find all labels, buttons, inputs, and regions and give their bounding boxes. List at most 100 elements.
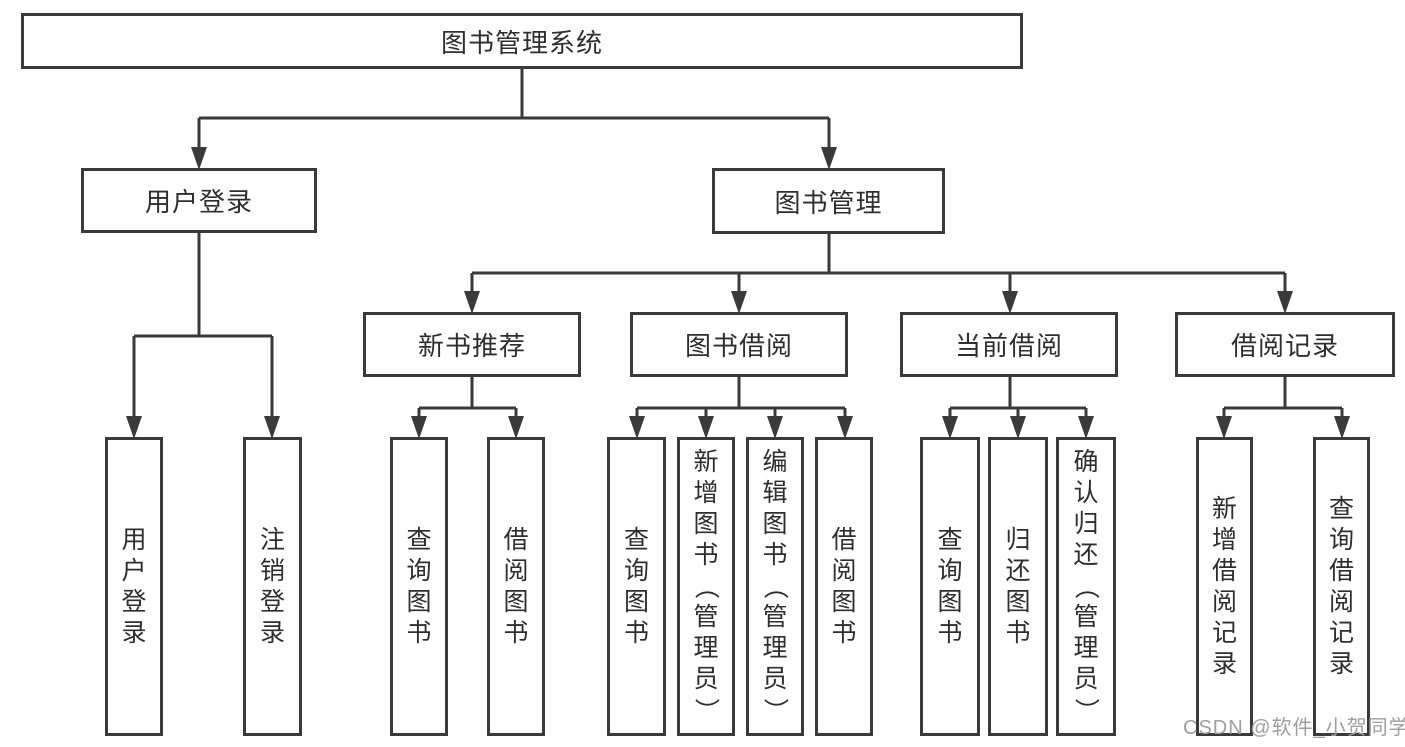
node-leaf-user-login: 用户登录	[105, 437, 163, 736]
vertical-glyph: 录	[259, 618, 285, 647]
vertical-glyph: 阅	[503, 556, 529, 585]
arrowhead-icon	[1277, 291, 1293, 314]
vertical-glyph: 书	[937, 618, 963, 647]
vertical-glyph: 阅	[1328, 587, 1354, 616]
node-root: 图书管理系统	[21, 13, 1023, 69]
arrowhead-icon	[126, 416, 142, 439]
node-new-book-rec: 新书推荐	[363, 312, 581, 377]
vertical-glyph: 增	[693, 479, 719, 507]
node-leaf-bb-query: 查询图书	[607, 437, 666, 736]
arrowhead-icon	[1010, 416, 1026, 439]
vertical-glyph: 查	[406, 525, 432, 554]
arrowhead-icon	[464, 291, 480, 314]
vertical-glyph: 借	[1211, 556, 1237, 585]
vertical-glyph: 图	[831, 587, 857, 616]
vertical-glyph: 书	[1005, 618, 1031, 647]
vertical-glyph: 录	[1328, 649, 1354, 678]
vertical-glyph: 图	[406, 587, 432, 616]
vertical-glyph: 归	[1005, 525, 1031, 554]
vertical-glyph: 查	[937, 525, 963, 554]
vertical-glyph: 登	[259, 587, 285, 616]
vertical-glyph: 图	[1005, 587, 1031, 616]
vertical-glyph: 员	[693, 665, 719, 693]
vertical-glyph: 图	[937, 587, 963, 616]
vertical-glyph: 借	[503, 525, 529, 554]
arrowhead-icon	[629, 416, 645, 439]
vertical-glyph: 确	[1073, 448, 1099, 476]
node-leaf-bb-add: 新增图书 （ 管理员 ）	[677, 437, 735, 736]
vertical-glyph: 图	[693, 510, 719, 538]
vertical-glyph: 询	[937, 556, 963, 585]
node-book-mgmt: 图书管理	[712, 168, 945, 234]
vertical-glyph: （	[692, 573, 721, 600]
vertical-glyph: 借	[831, 525, 857, 554]
node-leaf-br-query: 查询借阅记录	[1313, 437, 1370, 736]
vertical-glyph: ）	[692, 697, 721, 724]
vertical-glyph: 查	[1328, 494, 1354, 523]
vertical-glyph: ）	[761, 697, 790, 724]
vertical-glyph: 理	[762, 634, 788, 662]
vertical-glyph: 新	[1211, 494, 1237, 523]
node-leaf-bb-edit: 编辑图书（管理员）	[746, 437, 804, 736]
vertical-glyph: 录	[121, 618, 147, 647]
vertical-glyph: 辑	[762, 479, 788, 507]
vertical-glyph: 理	[693, 634, 719, 662]
vertical-glyph: 注	[259, 525, 285, 554]
vertical-glyph: 增	[1211, 525, 1237, 554]
node-leaf-cb-confirm: 确认归还（管理员）	[1056, 437, 1116, 736]
vertical-glyph: 管	[693, 603, 719, 631]
vertical-glyph: 借	[1328, 556, 1354, 585]
vertical-glyph: 记	[1328, 618, 1354, 647]
node-book-borrow: 图书借阅	[630, 312, 848, 377]
arrowhead-icon	[508, 416, 524, 439]
arrowhead-icon	[1334, 416, 1350, 439]
vertical-glyph: 阅	[831, 556, 857, 585]
vertical-glyph: 图	[623, 587, 649, 616]
node-leaf-cb-query: 查询图书	[920, 437, 980, 736]
arrowhead-icon	[767, 416, 783, 439]
vertical-glyph: 新	[693, 448, 719, 476]
node-leaf-br-add: 新增借阅记录	[1196, 437, 1253, 736]
vertical-glyph: ）	[1072, 697, 1101, 724]
vertical-glyph: 用	[121, 525, 147, 554]
vertical-glyph: 询	[1328, 525, 1354, 554]
arrowhead-icon	[698, 416, 714, 439]
node-borrow-records: 借阅记录	[1175, 312, 1395, 377]
arrowhead-icon	[1078, 416, 1094, 439]
vertical-glyph: 询	[623, 556, 649, 585]
vertical-glyph: 管	[1073, 603, 1099, 631]
vertical-glyph: 书	[831, 618, 857, 647]
vertical-glyph: 编	[762, 448, 788, 476]
arrowhead-icon	[411, 416, 427, 439]
vertical-glyph: 员	[762, 665, 788, 693]
vertical-glyph: 管	[762, 603, 788, 631]
arrowhead-icon	[1216, 416, 1232, 439]
vertical-glyph: 归	[1073, 510, 1099, 538]
vertical-glyph: 书	[762, 541, 788, 569]
arrowhead-icon	[942, 416, 958, 439]
vertical-glyph: （	[761, 573, 790, 600]
node-leaf-logout: 注销登录	[243, 437, 302, 736]
watermark: CSDN @软件_小贺同学	[1183, 717, 1405, 739]
node-current-borrow: 当前借阅	[900, 312, 1118, 377]
vertical-glyph: 书	[406, 618, 432, 647]
arrowhead-icon	[191, 147, 207, 170]
arrowhead-icon	[821, 147, 837, 170]
vertical-glyph: 书	[623, 618, 649, 647]
vertical-glyph: 录	[1211, 649, 1237, 678]
node-leaf-nbr-borrow: 借阅图书	[487, 437, 545, 736]
vertical-glyph: 书	[693, 541, 719, 569]
arrowhead-icon	[264, 416, 280, 439]
vertical-glyph: （	[1072, 573, 1101, 600]
vertical-glyph: 书	[503, 618, 529, 647]
vertical-glyph: 理	[1073, 634, 1099, 662]
arrowhead-icon	[731, 291, 747, 314]
vertical-glyph: 认	[1073, 479, 1099, 507]
vertical-glyph: 记	[1211, 618, 1237, 647]
vertical-glyph: 销	[259, 556, 285, 585]
node-leaf-nbr-query: 查询图书	[390, 437, 448, 736]
vertical-glyph: 员	[1073, 665, 1099, 693]
vertical-glyph: 还	[1005, 556, 1031, 585]
